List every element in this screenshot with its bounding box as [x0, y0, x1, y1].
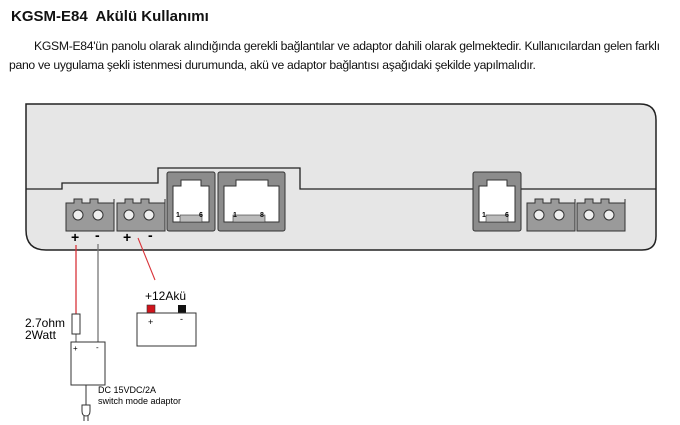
power-terminal-block: [65, 198, 115, 232]
svg-text:+: +: [148, 317, 153, 327]
svg-text:6: 6: [505, 212, 509, 219]
battery-plus-label: +: [123, 229, 131, 245]
battery-terminal-block: [116, 198, 166, 232]
battery-wire: [137, 237, 156, 281]
svg-text:6: 6: [199, 212, 203, 219]
svg-text:1: 1: [176, 212, 180, 219]
rj11-jack-right: 1 6: [472, 171, 522, 232]
right-terminal-block-2: [576, 198, 626, 232]
resistor: [71, 313, 81, 335]
page-title: KGSM-E84 Akülü Kullanımı: [11, 8, 209, 25]
rj45-jack: 1 8: [217, 171, 286, 232]
power-plus-label: +: [71, 229, 79, 245]
adaptor-rating-label: DC 15VDC/2A: [98, 385, 156, 395]
adaptor-type-label: switch mode adaptor: [98, 396, 181, 406]
battery-minus-label: -: [148, 227, 153, 243]
svg-text:+: +: [73, 344, 78, 353]
plug-icon: [81, 404, 91, 421]
svg-text:-: -: [96, 343, 99, 352]
battery-negative-terminal: [178, 305, 186, 313]
power-minus-label: -: [95, 227, 100, 243]
svg-text:-: -: [180, 314, 183, 324]
battery-label: +12Akü: [145, 289, 186, 303]
rj11-jack-left: 1 6: [166, 171, 216, 232]
adaptor: [70, 341, 106, 386]
battery: [136, 312, 197, 347]
svg-text:8: 8: [260, 212, 264, 219]
panel-divider-line: [26, 167, 656, 190]
svg-text:1: 1: [482, 212, 486, 219]
svg-text:1: 1: [233, 212, 237, 219]
intro-paragraph: KGSM-E84'ün panolu olarak alındığında ge…: [9, 39, 660, 72]
resistor-value-label: 2.7ohm: [25, 316, 65, 330]
battery-positive-terminal: [146, 304, 156, 314]
right-terminal-block-1: [526, 198, 576, 232]
resistor-power-label: 2Watt: [25, 328, 57, 342]
